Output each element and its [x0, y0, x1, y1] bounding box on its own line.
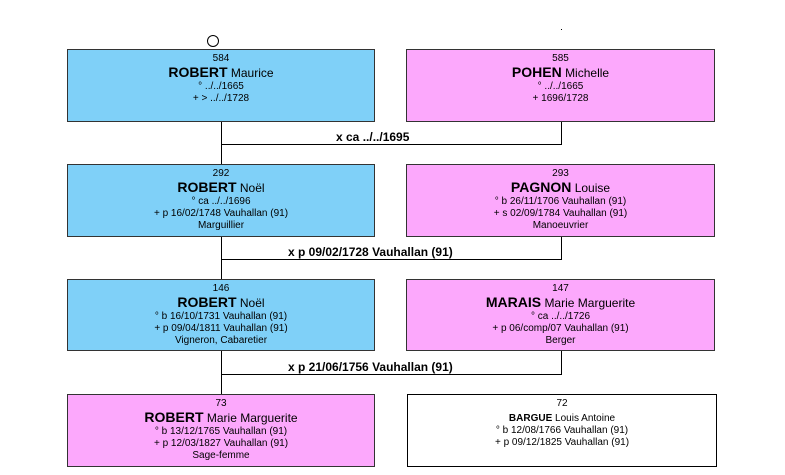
- root-marker-icon: [207, 35, 219, 47]
- connector-line: [221, 122, 222, 165]
- sosa-number: 146: [212, 283, 230, 294]
- sosa-number: 147: [552, 283, 569, 294]
- person-box-293[interactable]: 293 PAGNON Louise ° b 26/11/1706 Vauhall…: [406, 164, 715, 237]
- person-surname: ROBERT: [168, 64, 228, 80]
- connector-line: [221, 374, 562, 375]
- person-surname: PAGNON: [510, 179, 572, 195]
- birth-line: ° b 12/08/1766 Vauhallan (91): [495, 425, 629, 436]
- person-name: BARGUE Louis Antoine: [408, 413, 716, 425]
- connector-line: [221, 237, 222, 280]
- birth-line: ° b 13/12/1765 Vauhallan (91): [154, 426, 288, 437]
- person-surname: BARGUE: [508, 413, 553, 424]
- sosa-number: 73: [215, 398, 227, 409]
- connector-line: [221, 259, 562, 260]
- connector-line: [221, 351, 222, 395]
- connector-line: [221, 144, 562, 145]
- death-line: + s 02/09/1784 Vauhallan (91): [493, 208, 628, 219]
- person-name: PAGNON Louise: [407, 180, 714, 196]
- birth-line: ° ca ../../1696: [191, 196, 251, 207]
- person-given-name: Marie Marguerite: [544, 296, 636, 310]
- dot-marker: [561, 29, 562, 30]
- person-box-72[interactable]: 72 BARGUE Louis Antoine ° b 12/08/1766 V…: [407, 394, 717, 467]
- sosa-number: 293: [552, 168, 569, 179]
- person-name: POHEN Michelle: [407, 65, 714, 81]
- occupation-line: Manoeuvrier: [532, 220, 589, 231]
- sosa-number: 292: [212, 168, 230, 179]
- person-given-name: Marie Marguerite: [206, 411, 298, 425]
- connector-line: [561, 237, 562, 260]
- connector-line: [561, 122, 562, 145]
- person-box-584[interactable]: 584 ROBERT Maurice ° ../../1665 + > ../.…: [67, 49, 375, 122]
- person-given-name: Noël: [239, 296, 265, 310]
- person-name: ROBERT Noël: [68, 295, 374, 311]
- person-given-name: Maurice: [230, 66, 274, 80]
- death-line: + p 09/12/1825 Vauhallan (91): [494, 437, 630, 448]
- connector-line: [561, 351, 562, 375]
- birth-line: ° ../../1665: [537, 81, 584, 92]
- occupation-line: Vigneron, Cabaretier: [174, 335, 268, 346]
- sosa-number: 72: [556, 398, 568, 409]
- person-surname: ROBERT: [177, 179, 237, 195]
- death-line: + 1696/1728: [532, 93, 589, 104]
- death-line: + > ../../1728: [192, 93, 250, 104]
- person-name: ROBERT Maurice: [68, 65, 374, 81]
- birth-line: ° b 16/10/1731 Vauhallan (91): [154, 311, 288, 322]
- sosa-number: 584: [212, 53, 230, 64]
- death-line: + p 09/04/1811 Vauhallan (91): [154, 323, 288, 334]
- birth-line: ° ca ../../1726: [530, 311, 591, 322]
- death-line: + p 06/comp/07 Vauhallan (91): [492, 323, 629, 334]
- occupation-line: Marguillier: [197, 220, 245, 231]
- person-surname: ROBERT: [144, 409, 204, 425]
- person-box-146[interactable]: 146 ROBERT Noël ° b 16/10/1731 Vauhallan…: [67, 279, 375, 351]
- person-given-name: Louis Antoine: [555, 413, 616, 424]
- person-surname: ROBERT: [177, 294, 237, 310]
- death-line: + p 16/02/1748 Vauhallan (91): [153, 208, 289, 219]
- person-name: ROBERT Noël: [68, 180, 374, 196]
- occupation-line: Berger: [545, 335, 576, 346]
- birth-line: ° b 26/11/1706 Vauhallan (91): [494, 196, 627, 207]
- marriage-label: x p 09/02/1728 Vauhallan (91): [288, 245, 453, 259]
- person-surname: POHEN: [511, 64, 562, 80]
- person-name: ROBERT Marie Marguerite: [68, 410, 374, 426]
- person-box-292[interactable]: 292 ROBERT Noël ° ca ../../1696 + p 16/0…: [67, 164, 375, 237]
- birth-line: ° ../../1665: [198, 81, 244, 92]
- person-given-name: Louise: [574, 181, 611, 195]
- person-name: MARAIS Marie Marguerite: [407, 295, 714, 311]
- occupation-line: Sage-femme: [192, 450, 250, 461]
- person-box-585[interactable]: 585 POHEN Michelle ° ../../1665 + 1696/1…: [406, 49, 715, 122]
- person-box-73[interactable]: 73 ROBERT Marie Marguerite ° b 13/12/176…: [67, 394, 375, 467]
- marriage-label: x ca ../../1695: [336, 130, 410, 144]
- person-given-name: Michelle: [565, 66, 610, 80]
- person-surname: MARAIS: [485, 294, 542, 310]
- sosa-number: 585: [552, 53, 569, 64]
- death-line: + p 12/03/1827 Vauhallan (91): [153, 438, 289, 449]
- person-given-name: Noël: [239, 181, 265, 195]
- person-box-147[interactable]: 147 MARAIS Marie Marguerite ° ca ../../1…: [406, 279, 715, 351]
- marriage-label: x p 21/06/1756 Vauhallan (91): [288, 360, 453, 374]
